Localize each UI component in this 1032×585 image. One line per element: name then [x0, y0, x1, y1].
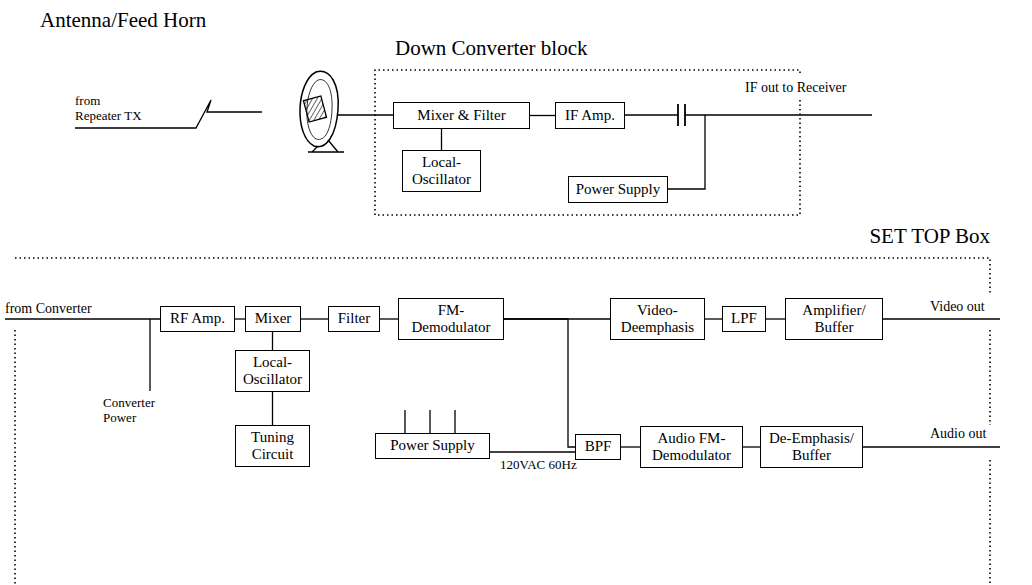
signal-label: Converter Power: [103, 396, 163, 426]
signal-line: [235, 318, 245, 319]
feed-wire: [338, 114, 393, 115]
signal-label: Antenna/Feed Horn: [40, 8, 206, 32]
box-label: De-Emphasis/ Buffer: [765, 430, 858, 465]
antenna-dish: [300, 71, 338, 146]
signal-line: [272, 392, 273, 425]
block-box: FM- Demodulator: [398, 298, 504, 340]
block-box: BPF: [575, 434, 621, 460]
if-out-wire: [685, 114, 872, 115]
signal-line: [705, 318, 722, 319]
signal-line: [380, 318, 398, 319]
audio-out-wire: [860, 446, 1000, 447]
signal-line: [301, 318, 328, 319]
power-wire: [668, 115, 705, 189]
block-box: Local- Oscillator: [235, 350, 310, 392]
converter-power-wire: [149, 319, 150, 391]
box-label: Audio FM- Demodulator: [645, 430, 738, 465]
signal-label: Audio out: [930, 426, 986, 442]
box-label: Power Supply: [576, 181, 661, 198]
box-label: Filter: [338, 310, 371, 327]
box-label: Local- Oscillator: [240, 354, 305, 389]
video-out-wire: [880, 318, 1000, 319]
signal-label: from Converter: [5, 301, 92, 317]
dotted-border: [375, 70, 800, 215]
signal-line: [621, 446, 640, 447]
feed-horn: [303, 96, 326, 122]
dish-stand: [308, 140, 344, 152]
box-label: Video- Deemphasis: [615, 302, 700, 337]
signal-label: from Repeater TX: [75, 94, 145, 124]
box-label: BPF: [585, 438, 612, 455]
block-box: Filter: [328, 306, 380, 332]
signal-line: [272, 332, 273, 350]
block-box: Mixer & Filter: [393, 102, 530, 129]
dotted-region: Mixer & Filter IF Amp. Local- OscillatorPo…: [375, 70, 800, 215]
block-box: Tuning Circuit: [235, 425, 310, 467]
dotted-region: RF Amp. Mixer Filter FM- Demodulator Video- …: [15, 258, 990, 585]
box-label: LPF: [731, 310, 757, 327]
box-label: IF Amp.: [565, 107, 615, 124]
block-box: Audio FM- Demodulator: [640, 426, 743, 468]
dotted-border: [15, 258, 990, 585]
supply-outputs: [405, 410, 455, 433]
block-box: RF Amp.: [160, 306, 235, 332]
region-heading: SET TOP Box: [869, 224, 990, 248]
input-wire: [5, 318, 160, 319]
block-box: Amplifier/ Buffer: [785, 298, 883, 340]
block-box: LPF: [722, 306, 766, 332]
box-label: Mixer: [255, 310, 292, 327]
block-box: Local- Oscillator: [402, 150, 481, 192]
signal-label: 120VAC 60Hz: [500, 458, 577, 473]
block-box: Power Supply: [375, 433, 490, 459]
block-box: Mixer: [245, 306, 301, 332]
signal-line: [504, 319, 575, 447]
box-label: FM- Demodulator: [403, 302, 499, 337]
box-label: Mixer & Filter: [417, 107, 505, 124]
signal-line: [743, 446, 760, 447]
block-box: Video- Deemphasis: [610, 298, 705, 340]
signal-line: [766, 318, 785, 319]
if-wire: [625, 114, 678, 115]
capacitor-symbol: [678, 104, 685, 126]
box-label: Local- Oscillator: [407, 154, 476, 189]
box-label: Power Supply: [390, 437, 475, 454]
box-label: RF Amp.: [170, 310, 225, 327]
box-label: Amplifier/ Buffer: [790, 302, 878, 337]
signal-line: [441, 129, 442, 150]
signal-line: [530, 115, 555, 116]
signal-label: Video out: [930, 299, 985, 315]
block-box: IF Amp.: [555, 102, 625, 129]
region-heading: Down Converter block: [395, 36, 587, 60]
box-label: Tuning Circuit: [240, 429, 305, 464]
block-box: De-Emphasis/ Buffer: [760, 426, 863, 468]
signal-label: IF out to Receiver: [745, 80, 846, 96]
block-box: Power Supply: [568, 176, 668, 203]
